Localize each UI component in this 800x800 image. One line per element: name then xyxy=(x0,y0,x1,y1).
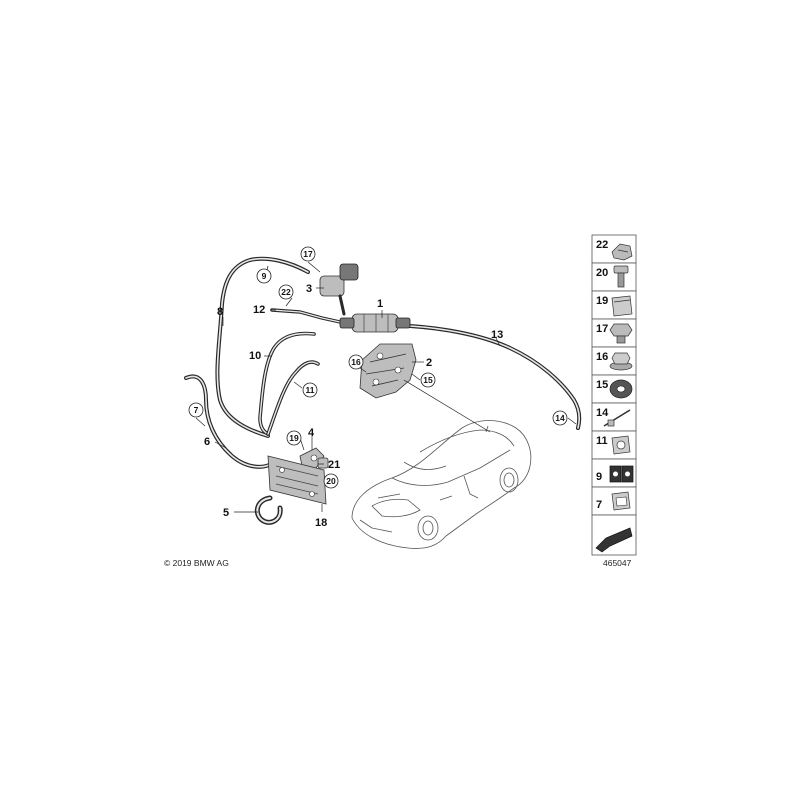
hose-12 xyxy=(270,308,342,324)
svg-text:20: 20 xyxy=(596,267,608,279)
callout-10: 10 xyxy=(249,350,261,362)
legend-row-16: 16 xyxy=(591,346,637,376)
circled-callouts: 9 17 22 16 15 11 7 19 20 14 xyxy=(188,246,568,489)
callout-numbers: 1 2 3 4 5 6 8 10 12 13 18 21 xyxy=(204,283,503,529)
callout-12: 12 xyxy=(253,304,265,316)
nut-icon xyxy=(609,323,633,344)
callout-6: 6 xyxy=(204,436,210,448)
svg-text:14: 14 xyxy=(555,413,565,423)
circled-callout-16: 16 xyxy=(348,354,364,370)
svg-text:17: 17 xyxy=(596,323,608,335)
circled-callout-20: 20 xyxy=(323,473,339,489)
svg-text:17: 17 xyxy=(303,249,313,259)
callout-3: 3 xyxy=(306,283,312,295)
parts-legend: 22 20 19 17 16 15 xyxy=(591,234,637,556)
circled-callout-9: 9 xyxy=(256,268,272,284)
callout-13: 13 xyxy=(491,329,503,341)
callout-18: 18 xyxy=(315,517,327,529)
svg-text:19: 19 xyxy=(596,295,608,307)
legend-row-19: 19 xyxy=(591,290,637,320)
hose-6 xyxy=(184,374,276,469)
circled-callout-19: 19 xyxy=(286,430,302,446)
grommet-icon xyxy=(609,379,633,399)
legend-row-22: 22 xyxy=(591,234,637,264)
copyright-text: © 2019 BMW AG xyxy=(164,558,229,568)
circled-callout-7: 7 xyxy=(188,402,204,418)
collar-nut-icon xyxy=(609,352,633,371)
hose-clip-icon xyxy=(611,435,631,455)
diagram-number: 465047 xyxy=(603,558,632,568)
circled-callout-11: 11 xyxy=(302,382,318,398)
legend-row-11: 11 xyxy=(591,430,637,460)
legend-row-7: 7 xyxy=(591,486,637,516)
direction-arrow-icon xyxy=(595,527,633,553)
circled-callout-17: 17 xyxy=(300,246,316,262)
cable-tie-icon xyxy=(603,409,631,427)
callout-21: 21 xyxy=(328,459,340,471)
callout-1: 1 xyxy=(377,298,383,310)
legend-row-arrow xyxy=(591,514,637,556)
callout-2: 2 xyxy=(426,357,432,369)
bracket-part-2 xyxy=(359,343,417,399)
hose-5 xyxy=(254,495,283,525)
circled-callout-15: 15 xyxy=(420,372,436,388)
svg-text:22: 22 xyxy=(281,287,291,297)
bracket-part-21 xyxy=(317,457,329,469)
clamp-icon xyxy=(611,295,633,317)
svg-text:9: 9 xyxy=(596,471,602,483)
svg-text:7: 7 xyxy=(194,405,199,415)
svg-text:14: 14 xyxy=(596,407,609,419)
double-clip-icon xyxy=(609,465,634,483)
legend-row-9: 9 xyxy=(591,458,637,488)
svg-text:7: 7 xyxy=(596,499,602,511)
callout-5: 5 xyxy=(223,507,229,519)
svg-text:15: 15 xyxy=(423,375,433,385)
svg-text:11: 11 xyxy=(596,435,608,447)
carrier-plate-part-18 xyxy=(267,455,327,505)
clip-icon xyxy=(611,243,633,261)
svg-text:16: 16 xyxy=(351,357,361,367)
svg-text:9: 9 xyxy=(262,271,267,281)
hose-11 xyxy=(266,360,320,436)
svg-text:16: 16 xyxy=(596,351,608,363)
circled-callout-14: 14 xyxy=(552,410,568,426)
leader-lines xyxy=(195,261,577,513)
valve-part-3 xyxy=(319,263,359,316)
pump-assembly-part-1 xyxy=(339,313,411,333)
circled-callout-22: 22 xyxy=(278,284,294,300)
hose-8-9 xyxy=(215,256,310,438)
hose-10 xyxy=(258,331,316,436)
bracket-clip-icon xyxy=(611,491,631,511)
callout-8: 8 xyxy=(217,306,223,318)
legend-row-20: 20 xyxy=(591,262,637,292)
callout-4: 4 xyxy=(308,427,315,439)
svg-text:19: 19 xyxy=(289,433,299,443)
bolt-icon xyxy=(613,265,629,288)
legend-row-17: 17 xyxy=(591,318,637,348)
svg-text:20: 20 xyxy=(326,476,336,486)
svg-text:15: 15 xyxy=(596,379,608,391)
car-outline xyxy=(351,420,532,549)
svg-text:22: 22 xyxy=(596,239,608,251)
hose-13 xyxy=(408,324,582,430)
legend-row-15: 15 xyxy=(591,374,637,404)
svg-text:11: 11 xyxy=(306,385,315,395)
legend-row-14: 14 xyxy=(591,402,637,432)
